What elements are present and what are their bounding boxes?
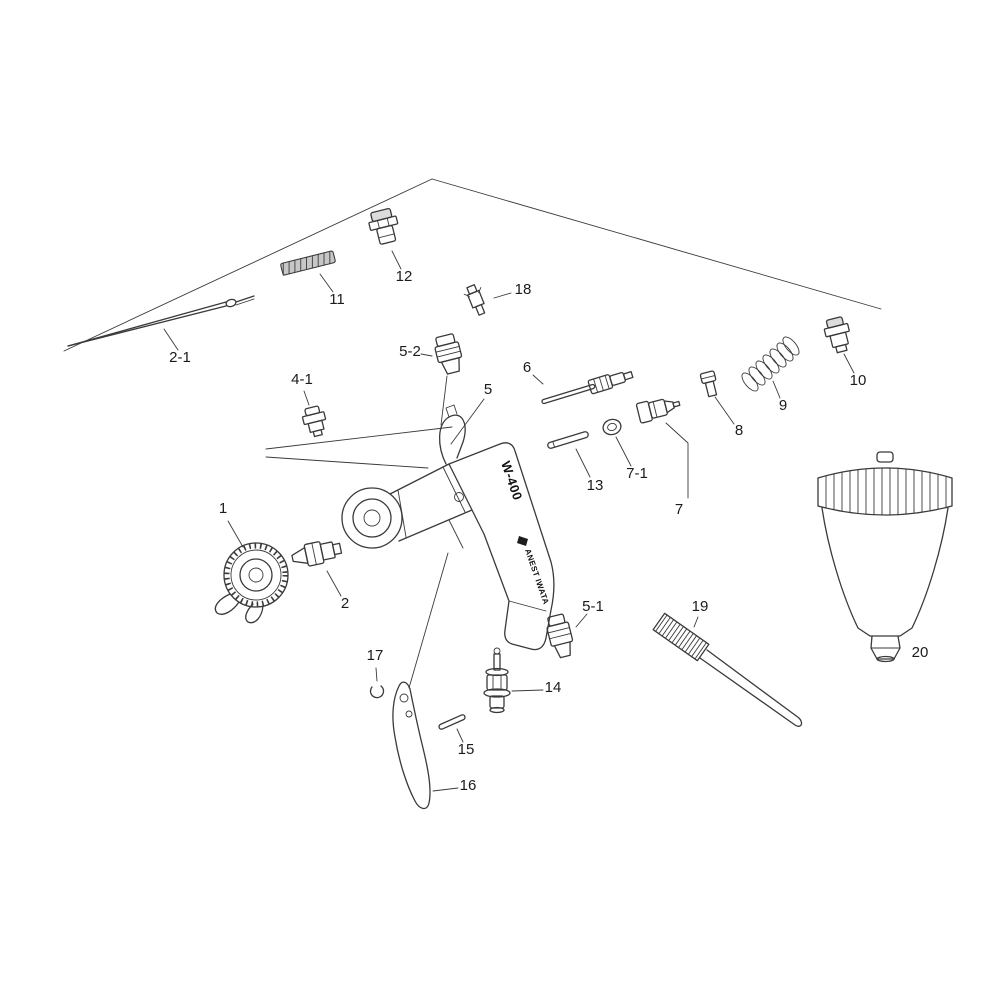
part-16-trigger [392, 681, 431, 810]
part-12-air-nipple [368, 207, 399, 245]
part-label-15: 15 [458, 741, 475, 758]
part-label-7-1: 7-1 [626, 465, 648, 482]
anest-iwata-logo [517, 536, 528, 546]
part-label-11: 11 [329, 291, 345, 308]
part-labels: 1 2 2-1 4-1 5 5-1 5-2 6 7 7-1 8 9 10 11 … [169, 268, 928, 794]
part-7-1-o-ring [602, 418, 622, 436]
part-10-nipple [823, 316, 850, 354]
part-label-5-1: 5-1 [582, 598, 604, 615]
part-4-1-fitting [301, 405, 327, 438]
leader-lines [163, 250, 855, 792]
part-label-10: 10 [850, 372, 867, 389]
part-11-threaded-shaft [280, 250, 336, 276]
part-label-5: 5 [484, 381, 492, 398]
part-9-spring [741, 336, 800, 392]
part-14-air-valve-set [483, 647, 511, 714]
part-label-7: 7 [675, 501, 683, 518]
part-2-fluid-nozzle [291, 541, 343, 567]
brand-text: ANEST IWATA [523, 548, 550, 606]
part-label-14: 14 [545, 679, 562, 696]
part-label-9: 9 [779, 397, 787, 414]
part-label-19: 19 [692, 598, 709, 615]
part-8-adjusting-screw [699, 370, 718, 398]
part-5-1-nipple [546, 613, 574, 659]
part-label-8: 8 [735, 422, 743, 439]
part-17-spring-clip [369, 685, 385, 699]
part-label-6: 6 [523, 359, 531, 376]
gun-body: W-400 ANEST IWATA [341, 404, 555, 651]
part-label-16: 16 [460, 777, 477, 794]
model-text: W-400 [498, 459, 525, 502]
boundary-lines [63, 178, 882, 352]
part-label-2-1: 2-1 [169, 349, 191, 366]
part-19-cleaning-brush [652, 612, 803, 727]
part-15-pin [438, 714, 466, 730]
part-label-18: 18 [515, 281, 532, 298]
part-label-5-2: 5-2 [399, 343, 421, 360]
part-label-13: 13 [587, 477, 604, 494]
part-label-20: 20 [912, 644, 929, 661]
part-label-12: 12 [396, 268, 413, 285]
part-20-paint-cup [817, 451, 953, 663]
part-label-2: 2 [341, 595, 349, 612]
part-7-nozzle [635, 398, 681, 424]
part-2-1-fluid-needle [67, 295, 255, 347]
part-label-4-1: 4-1 [291, 371, 313, 388]
part-6-packing-set [541, 371, 634, 405]
part-label-17: 17 [367, 647, 384, 664]
part-13-pin [547, 431, 589, 449]
part-5-2-nipple [434, 333, 463, 375]
part-18-air-valve-stem [463, 284, 486, 316]
alignment-lines [265, 375, 453, 689]
part-1-air-cap [214, 542, 289, 624]
part-label-1: 1 [219, 500, 227, 517]
